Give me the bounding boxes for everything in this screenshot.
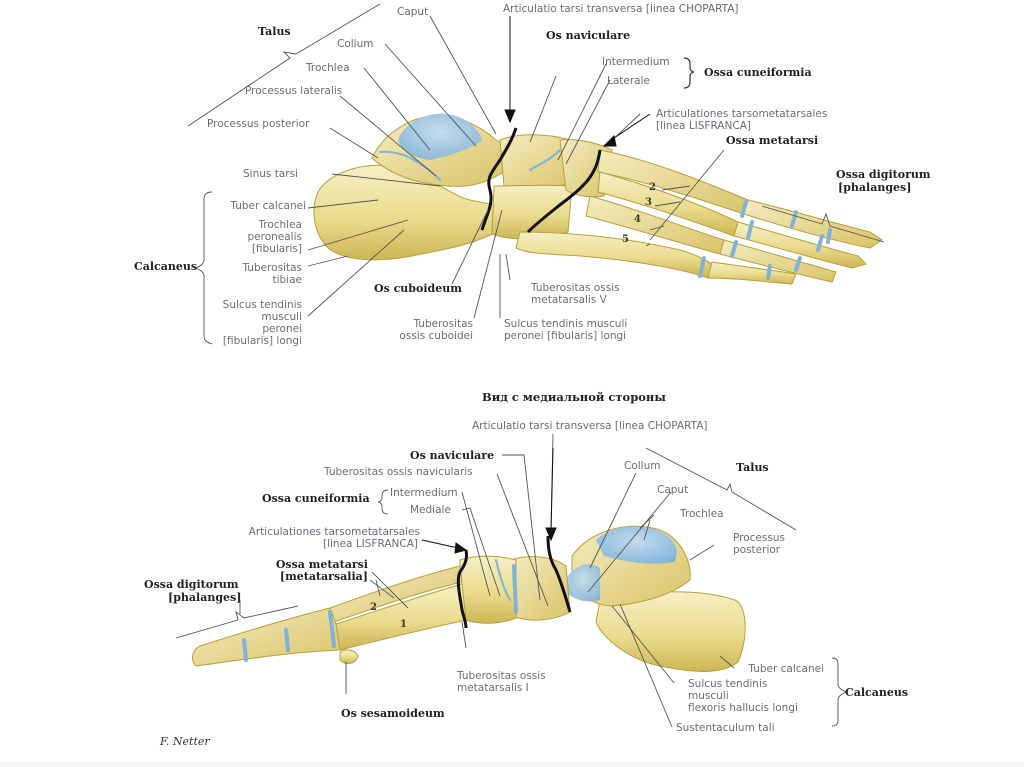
- medial-sulcus-flexoris-line1: Sulcus tendinis: [688, 678, 768, 690]
- medial-joint-cartilage: [242, 559, 518, 662]
- medial-os-sesamoideum-label: Os sesamoideum: [341, 707, 445, 720]
- medial-sulcus-flexoris-line2: musculi: [688, 690, 729, 702]
- medial-processus-posterior-line1: Processus: [733, 532, 785, 544]
- medial-caput-cartilage: [566, 564, 600, 602]
- lateral-collum-label: Collum: [337, 38, 374, 50]
- lateral-tuberositas-tibiae-line2: tibiae: [272, 274, 302, 286]
- medial-foot: [192, 525, 746, 672]
- lateral-caput-label: Caput: [397, 6, 429, 18]
- lateral-trochlea-peronealis-line1: Trochlea: [258, 219, 302, 231]
- lateral-phalanges-row-4: [707, 261, 797, 285]
- lateral-metatarsal-number-2: 2: [649, 182, 656, 193]
- lateral-choparta-label: Articulatio tarsi transversa [linea CHOP…: [503, 3, 739, 15]
- medial-sesamoid: [339, 649, 359, 664]
- lateral-tuberositas-tibiae-line1: Tuberositas: [242, 262, 302, 274]
- lateral-talus-title: Talus: [258, 25, 291, 38]
- lateral-sulcus-peronei-line3: peronei: [262, 323, 302, 335]
- lateral-calcaneus-title: Calcaneus: [134, 260, 198, 273]
- medial-mediale-label: Mediale: [410, 504, 451, 516]
- lateral-cuneiform-brace: [683, 57, 695, 89]
- medial-collum-label: Collum: [624, 460, 661, 472]
- medial-intermedium-label: Intermedium: [390, 487, 458, 499]
- lateral-sinus-tarsi-label: Sinus tarsi: [243, 168, 298, 180]
- lateral-arrows: [504, 16, 651, 147]
- lateral-choparta-line: [480, 127, 518, 231]
- artist-signature: F. Netter: [160, 735, 210, 748]
- medial-leader-lines: [175, 433, 848, 728]
- lateral-sulcus-musculi-line2: peronei [fibularis] longi: [504, 330, 627, 342]
- medial-choparta-label: Articulatio tarsi transversa [linea CHOP…: [472, 420, 708, 432]
- medial-os-naviculare-label: Os naviculare: [410, 449, 495, 462]
- lateral-phalanges-row-1: [743, 199, 883, 249]
- lateral-trochlea-cartilage: [398, 113, 482, 160]
- lateral-tuberositas-cuboidei-line2: ossis cuboidei: [399, 330, 473, 342]
- lateral-metatarsal-number-3: 3: [645, 197, 652, 208]
- lateral-processus-posterior-label: Processus posterior: [207, 118, 310, 130]
- medial-lisfranca-label-line1: Articulationes tarsometatarsales: [248, 526, 420, 538]
- medial-phalanges-title-line1: Ossa digitorum: [144, 578, 239, 591]
- medial-navicular: [509, 556, 571, 621]
- lateral-intermedium-label: Intermedium: [602, 56, 670, 68]
- medial-trochlea-cartilage: [596, 526, 677, 564]
- lateral-tuberositas-mt5-line2: metatarsalis V: [531, 294, 607, 306]
- lateral-tuberositas-cuboidei-line1: Tuberositas: [413, 318, 473, 330]
- lateral-os-naviculare-label: Os naviculare: [546, 29, 631, 42]
- lateral-processus-lateralis-label: Processus lateralis: [245, 85, 343, 97]
- lateral-sulcus-peronei-line1: Sulcus tendinis: [222, 299, 302, 311]
- medial-calcaneus-title: Calcaneus: [845, 686, 909, 699]
- medial-tuberositas-mt1-line1: Tuberositas ossis: [457, 670, 546, 682]
- lateral-lisfranca-line: [526, 149, 602, 234]
- lateral-tuberositas-mt5-line1: Tuberositas ossis: [531, 282, 620, 294]
- medial-trochlea-label: Trochlea: [680, 508, 724, 520]
- lateral-trochlea-peronealis-line3: [fibularis]: [251, 243, 302, 255]
- medial-ossa-metatarsi-line2: [metatarsalia]: [279, 570, 368, 583]
- lateral-metatarsal-number-5: 5: [622, 234, 629, 245]
- lateral-phalanges-row-3: [719, 239, 837, 283]
- lateral-ossa-cuneiformia-title: Ossa cuneiformia: [704, 66, 812, 79]
- lateral-phalanges-row-2: [733, 221, 867, 269]
- lateral-lisfranca-label-line2: [linea LISFRANCA]: [656, 120, 751, 132]
- lateral-trochlea-label: Trochlea: [306, 62, 350, 74]
- medial-tuber-calcanei-label: Tuber calcanei: [748, 663, 824, 675]
- lateral-ossa-metatarsi-title: Ossa metatarsi: [726, 134, 819, 147]
- medial-phalanges: [192, 607, 341, 667]
- lateral-laterale-label: Laterale: [607, 75, 650, 87]
- lateral-os-cuboideum-label: Os cuboideum: [374, 282, 462, 295]
- medial-tuberositas-mt1-line2: metatarsalis I: [457, 682, 529, 694]
- medial-choparta-line: [546, 535, 572, 613]
- lateral-sulcus-peronei-line4: [fibularis] longi: [222, 335, 302, 347]
- medial-metatarsal-number-1: 1: [400, 619, 407, 630]
- medial-metatarsal-number-2: 2: [370, 602, 377, 613]
- medial-processus-posterior-line2: posterior: [733, 544, 781, 556]
- lateral-phalanges-title-line2: [phalanges]: [838, 181, 912, 194]
- medial-calcaneus: [595, 591, 746, 672]
- bottom-edge: [0, 762, 1024, 767]
- medial-lisfranca-label-line2: [linea LISFRANCA]: [323, 538, 418, 550]
- lateral-cuboid: [491, 184, 573, 240]
- lateral-trochlea-peronealis-line2: peronealis: [247, 231, 303, 243]
- medial-tuberositas-navicularis-label: Tuberositas ossis navicularis: [324, 466, 473, 478]
- medial-sustentaculum-tali-label: Sustentaculum tali: [676, 722, 775, 734]
- medial-cuneiforms: [457, 555, 517, 624]
- medial-ossa-metatarsi-line1: Ossa metatarsi: [275, 558, 368, 571]
- lateral-sulcus-musculi-line1: Sulcus tendinis musculi: [504, 318, 628, 330]
- lateral-leader-lines: [187, 3, 885, 345]
- medial-talus-title: Talus: [736, 461, 769, 474]
- medial-lisfranca-line: [456, 549, 468, 629]
- lateral-lisfranca-label-line1: Articulationes tarsometatarsales: [656, 108, 828, 120]
- lateral-sulcus-peronei-line2: musculi: [261, 311, 302, 323]
- medial-caput-label: Caput: [657, 484, 689, 496]
- lateral-tuber-calcanei-label: Tuber calcanei: [230, 200, 306, 212]
- medial-sulcus-flexoris-line3: flexoris hallucis longi: [688, 702, 798, 714]
- medial-view-heading: Вид с медиальной стороны: [482, 390, 666, 404]
- medial-phalanges-title-line2: [phalanges]: [168, 591, 242, 604]
- lateral-metatarsal-number-4: 4: [634, 214, 641, 225]
- lateral-foot: [313, 113, 883, 285]
- lateral-phalanges-title-line1: Ossa digitorum: [836, 168, 931, 181]
- medial-arrows: [421, 447, 557, 554]
- medial-ossa-cuneiformia-title: Ossa cuneiformia: [262, 492, 370, 505]
